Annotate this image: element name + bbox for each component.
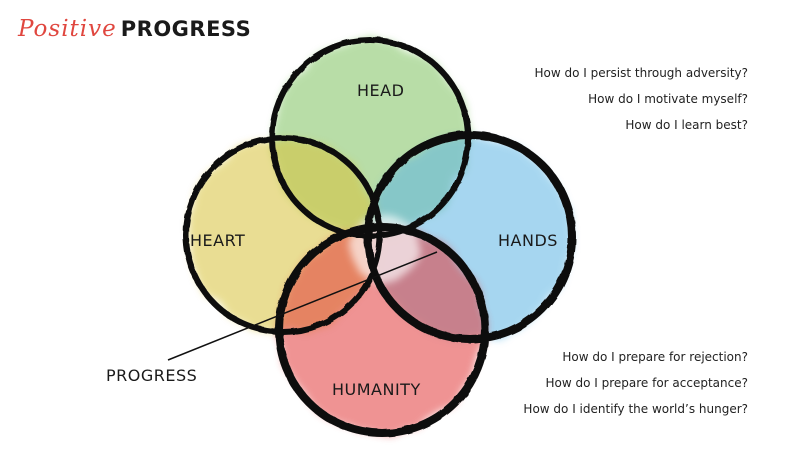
progress-pointer-line xyxy=(167,251,438,361)
question-item: How do I learn best? xyxy=(625,118,748,132)
hands-outline xyxy=(364,131,576,343)
brand-script-text: Positive xyxy=(18,16,117,42)
humanity-outline xyxy=(275,223,489,437)
circle-outlines xyxy=(183,37,576,437)
question-item: How do I persist through adversity? xyxy=(534,66,748,80)
head-label: HEAD xyxy=(357,81,405,100)
humanity-fill xyxy=(279,227,485,433)
progress-label: PROGRESS xyxy=(106,366,198,385)
heart-label: HEART xyxy=(190,231,246,250)
questions-top-list: How do I persist through adversity? How … xyxy=(534,60,748,138)
questions-bottom-list: How do I prepare for rejection? How do I… xyxy=(523,344,748,422)
question-item: How do I prepare for acceptance? xyxy=(545,376,748,390)
brand-bold-text: PROGRESS xyxy=(120,17,252,41)
question-item: How do I prepare for rejection? xyxy=(562,350,748,364)
brand-logo: Positive PROGRESS xyxy=(18,16,251,46)
question-item: How do I motivate myself? xyxy=(588,92,748,106)
question-item: How do I identify the world’s hunger? xyxy=(523,402,748,416)
hands-label: HANDS xyxy=(498,231,558,250)
humanity-label: HUMANITY xyxy=(332,380,421,399)
